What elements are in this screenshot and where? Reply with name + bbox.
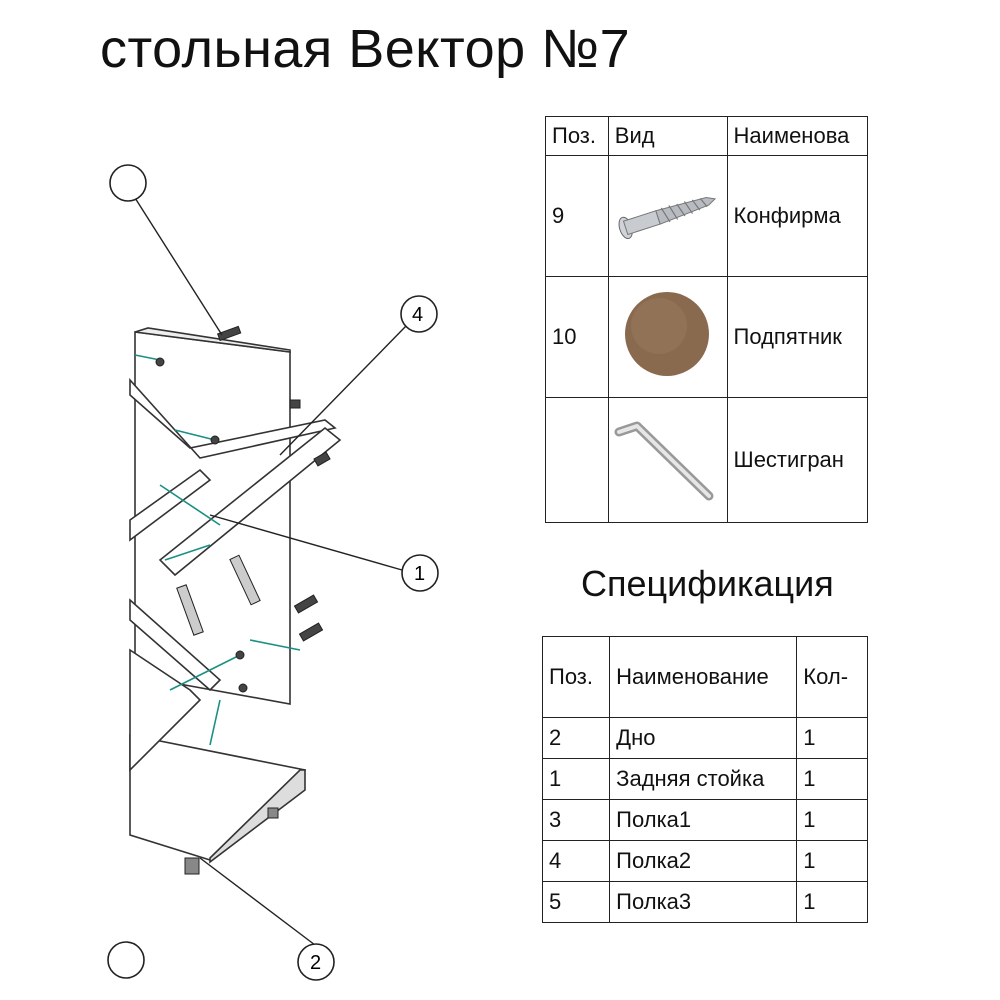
spec-table: Поз. Наименование Кол- 2 Дно 1 1 Задняя … [541, 636, 868, 923]
table-row: 2 Дно 1 [541, 717, 868, 759]
callout-2 [297, 943, 335, 981]
shelf-middle [129, 468, 212, 542]
document-page: стольная Вектор №7 [100, 0, 869, 1000]
felt-pad-icon [624, 292, 709, 376]
callout-1 [401, 554, 439, 592]
table-row: 3 Полка1 1 [541, 799, 868, 841]
table-row: 4 Полка2 1 [541, 840, 868, 882]
table-row: 9 Конфирма [545, 155, 869, 277]
callout-4-label: 4 [412, 304, 423, 326]
assembly-drawing: 4 1 2 [107, 164, 439, 981]
back-panel-edge [134, 327, 291, 353]
spec-title: Спецификация [581, 563, 834, 604]
shelf-lower [129, 598, 222, 692]
page-title: стольная Вектор №7 [100, 19, 631, 79]
callout-1-label: 1 [414, 563, 425, 585]
bottom-board-front [209, 769, 306, 864]
left-margin [0, 0, 130, 1000]
shelf-upper [129, 377, 337, 459]
shelf-upper-board [158, 426, 342, 577]
right-margin [868, 0, 1000, 1000]
header-pos: Поз. [545, 116, 609, 156]
header-view: Вид [607, 116, 728, 156]
callout-4 [400, 295, 438, 333]
table-row: Шестигран [545, 397, 869, 523]
spec-table-header: Поз. Наименование Кол- [541, 636, 868, 718]
hex-key-icon [614, 421, 714, 501]
table-row: 1 Задняя стойка 1 [541, 758, 868, 800]
confirmat-screw-icon [618, 196, 716, 240]
bottom-shelf-diag [129, 648, 202, 772]
header-name: Наименова [726, 116, 869, 156]
table-row: 5 Полка3 1 [541, 881, 868, 923]
hardware-table: Поз. Вид Наименова 9 [545, 116, 869, 523]
callout-2-label: 2 [310, 952, 321, 974]
hardware-table-header: Поз. Вид Наименова [545, 116, 869, 156]
table-row: 10 Подпятник [545, 276, 869, 398]
